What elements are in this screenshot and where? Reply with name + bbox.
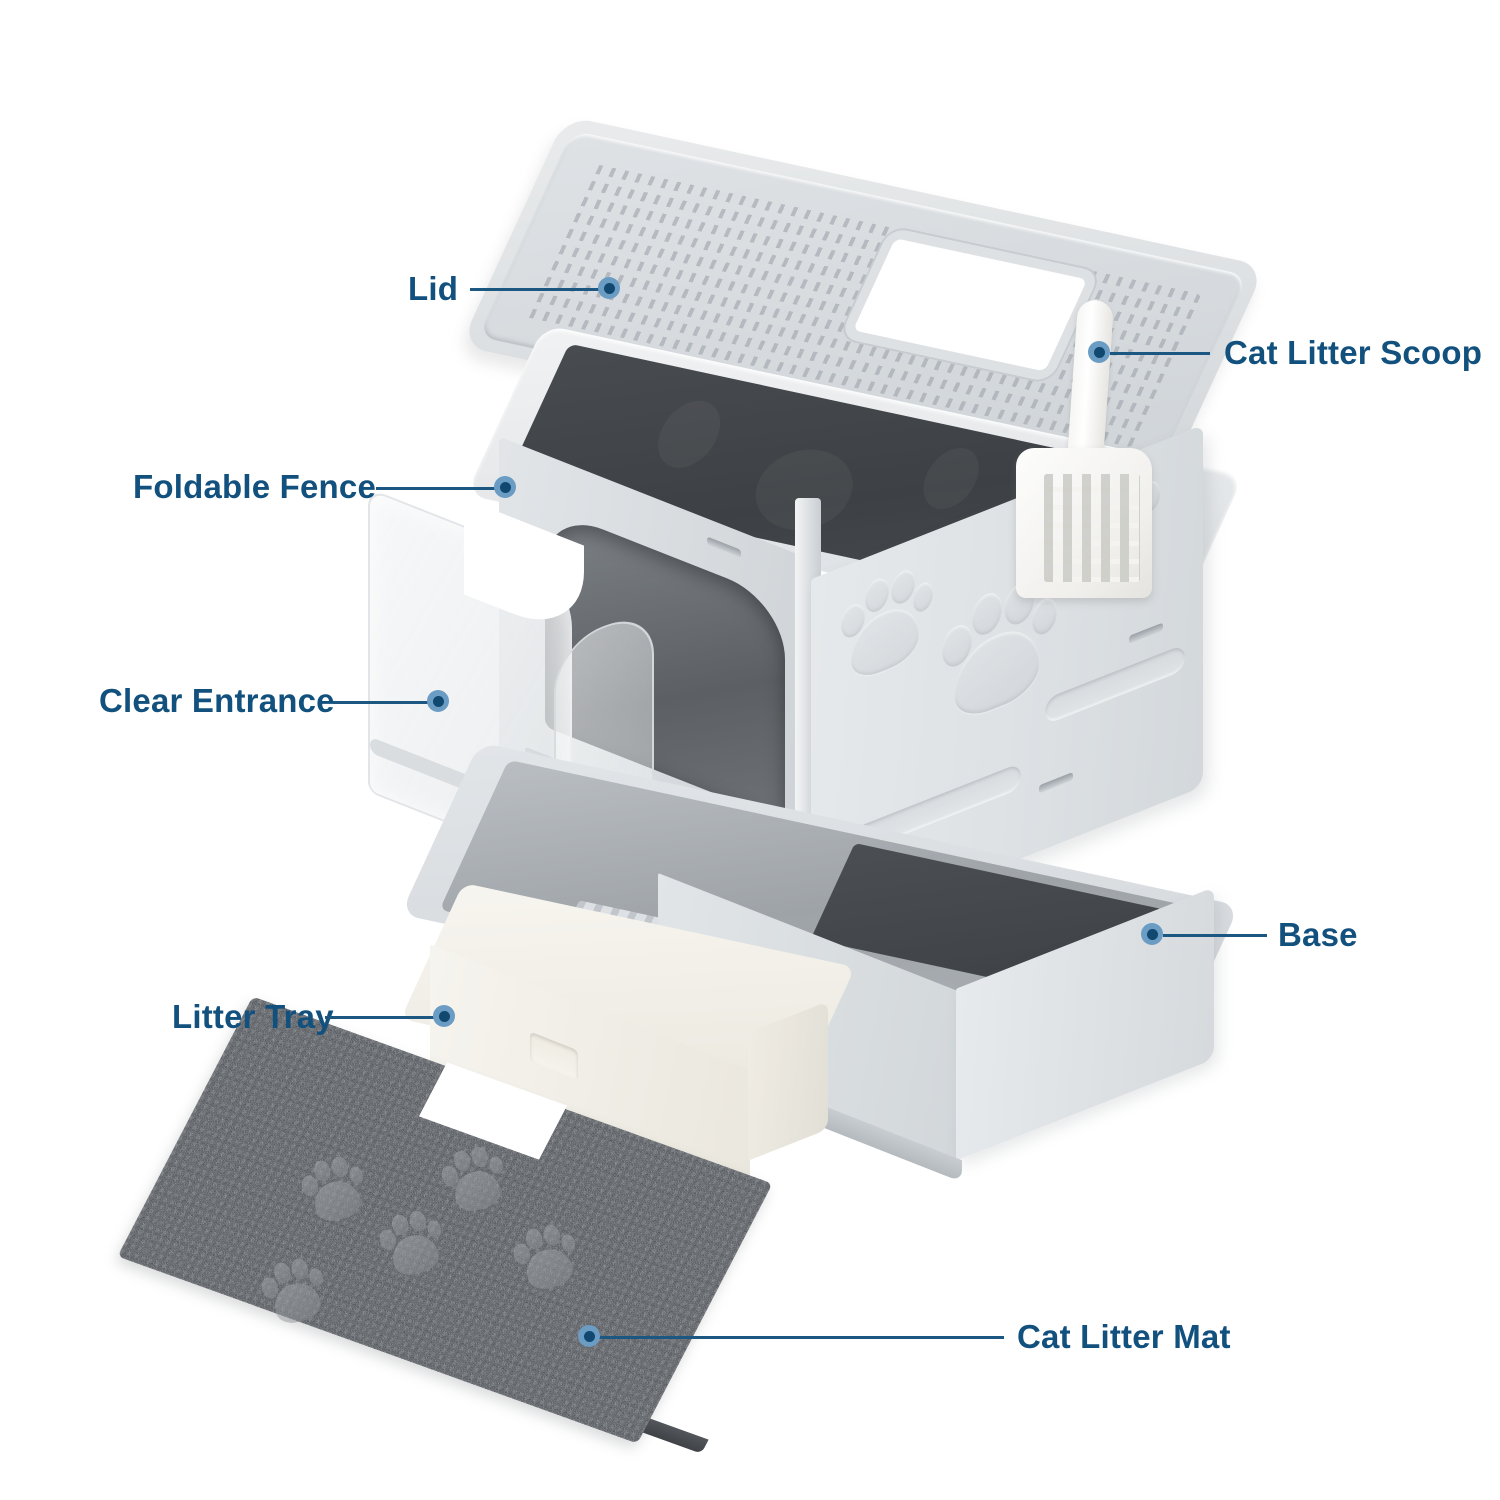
- callout-dot-cat-litter-mat: [578, 1325, 600, 1347]
- callout-leader-line-cat-litter-scoop: [1110, 352, 1210, 355]
- callout-dot-lid: [598, 277, 620, 299]
- callout-label-base: Base: [1278, 916, 1358, 953]
- callout-label-litter-tray: Litter Tray: [172, 998, 334, 1035]
- scoop-sift-slots: [1044, 474, 1140, 582]
- part-cat-litter-scoop: [1010, 298, 1180, 620]
- part-cat-litter-mat: [117, 996, 825, 1470]
- callout-leader-line-clear-entrance: [333, 701, 431, 704]
- scoop-head: [1016, 448, 1152, 598]
- fence-hinge-tab: [1039, 772, 1073, 794]
- callout-leader-line-litter-tray: [325, 1016, 437, 1019]
- part-foldable-fence: [465, 324, 1245, 942]
- fence-hinge-tab: [707, 536, 741, 558]
- callout-leader-line-foldable-fence: [376, 487, 498, 490]
- callout-label-clear-entrance: Clear Entrance: [99, 682, 335, 719]
- callout-leader-line-cat-litter-mat: [592, 1336, 1004, 1339]
- callout-label-foldable-fence: Foldable Fence: [133, 468, 377, 505]
- callout-label-lid: Lid: [408, 270, 459, 307]
- paw-print-emboss: [839, 558, 933, 690]
- callout-label-cat-litter-mat: Cat Litter Mat: [1017, 1318, 1231, 1355]
- callout-dot-litter-tray: [433, 1005, 455, 1027]
- callout-label-cat-litter-scoop: Cat Litter Scoop: [1224, 334, 1483, 371]
- callout-dot-base: [1141, 923, 1163, 945]
- callout-dot-foldable-fence: [494, 476, 516, 498]
- callout-dot-clear-entrance: [427, 690, 449, 712]
- callout-leader-line-base: [1163, 934, 1267, 937]
- callout-leader-line-lid: [470, 288, 602, 291]
- side-panel-groove: [1045, 643, 1185, 726]
- callout-dot-cat-litter-scoop: [1088, 341, 1110, 363]
- fence-hinge-tab: [1129, 622, 1163, 644]
